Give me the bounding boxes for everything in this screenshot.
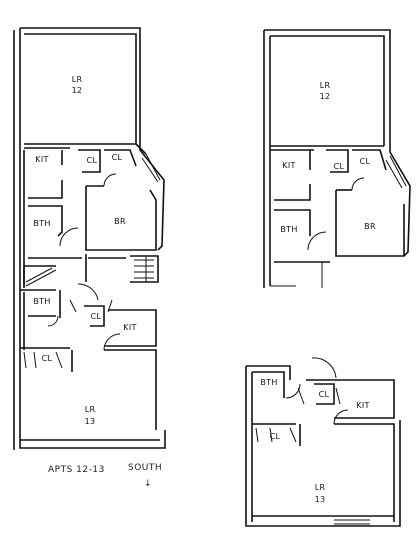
south-arrow-icon: ↓ bbox=[144, 479, 152, 489]
lr13-number: 13 bbox=[85, 417, 96, 426]
apt13-floor-plan: BTH CL KIT CL LR 13 bbox=[245, 357, 401, 527]
apt13-bth-label: BTH bbox=[260, 378, 277, 387]
apt12-lr-number: 12 bbox=[320, 92, 331, 101]
combined-floor-plan: LR 12 KIT CL CL BR BTH BTH CL KIT CL LR … bbox=[13, 27, 166, 489]
apt12-floor-plan: LR 12 KIT CL CL BTH BR bbox=[263, 29, 411, 288]
br-label: BR bbox=[114, 217, 126, 226]
apts-caption: APTS 12-13 bbox=[48, 465, 105, 475]
bth-lower-label: BTH bbox=[33, 297, 50, 306]
closet-label-b: CL bbox=[112, 153, 123, 162]
closet-label-a: CL bbox=[87, 156, 98, 165]
kit-label: KIT bbox=[35, 155, 48, 164]
closet-label-d: CL bbox=[42, 354, 53, 363]
kit-lower-label: KIT bbox=[123, 323, 136, 332]
bth-upper-label: BTH bbox=[33, 219, 50, 228]
apt12-closet-label-a: CL bbox=[334, 162, 345, 171]
apt13-closet-label-a: CL bbox=[319, 390, 330, 399]
apt12-lr-label: LR bbox=[320, 81, 331, 90]
apt12-kit-label: KIT bbox=[282, 161, 295, 170]
lr12-number: 12 bbox=[72, 86, 83, 95]
apt13-lr-label: LR bbox=[315, 483, 326, 492]
apt12-bth-label: BTH bbox=[280, 225, 297, 234]
apt13-kit-label: KIT bbox=[356, 401, 369, 410]
apt13-closet-label-b: CL bbox=[270, 432, 281, 441]
south-label: SOUTH bbox=[128, 463, 162, 473]
closet-label-c: CL bbox=[91, 312, 102, 321]
lr12-label: LR bbox=[72, 75, 83, 84]
lr13-label: LR bbox=[85, 405, 96, 414]
apt12-br-label: BR bbox=[364, 222, 376, 231]
apt12-closet-label-b: CL bbox=[360, 157, 371, 166]
apt13-lr-number: 13 bbox=[315, 495, 326, 504]
